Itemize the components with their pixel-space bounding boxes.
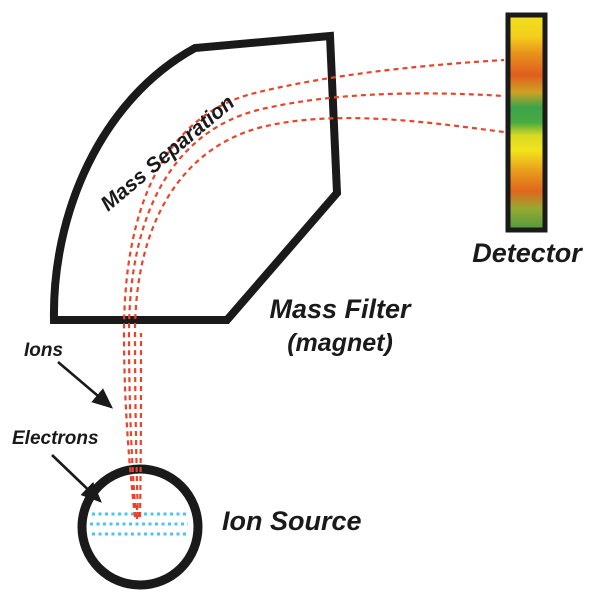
ion-beam-path-bundle — [138, 332, 143, 518]
ion-beam-path-bottom — [133, 117, 505, 518]
magnet-label: (magnet) — [287, 329, 393, 357]
detector-label: Detector — [472, 238, 583, 268]
ion-beam-path-top — [122, 58, 505, 518]
ion-beam-path-middle — [127, 92, 505, 518]
mass-filter-label: Mass Filter — [269, 294, 412, 324]
detector-bar — [505, 12, 548, 233]
electrons-label: Electrons — [12, 428, 99, 449]
ions-label: Ions — [24, 340, 63, 361]
electrons-arrow — [51, 454, 102, 503]
ions-arrow — [57, 361, 113, 409]
ion-source-label: Ion Source — [222, 506, 362, 536]
mass-filter-shape — [49, 31, 342, 324]
